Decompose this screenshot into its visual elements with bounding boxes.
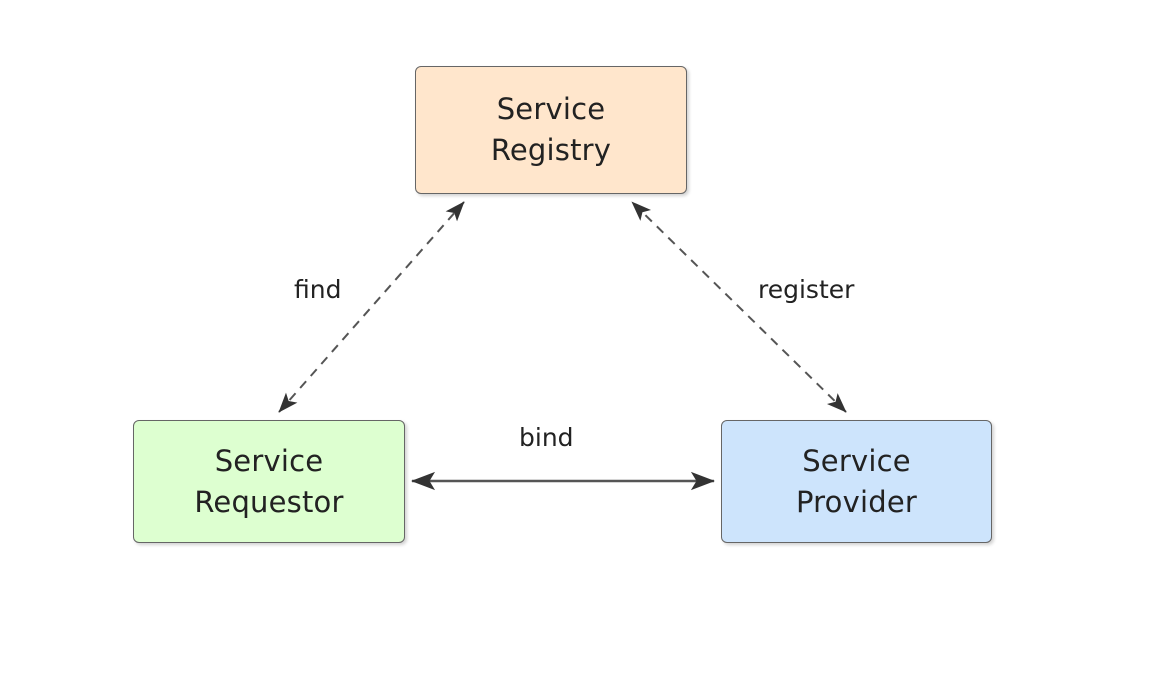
node-service-registry-line1: Service — [496, 92, 606, 127]
node-service-requestor-line1: Service — [214, 443, 324, 478]
edge-label-register: register — [753, 274, 860, 305]
edge-label-bind: bind — [514, 422, 579, 453]
node-service-registry[interactable]: Service Registry — [415, 66, 687, 194]
node-service-requestor[interactable]: Service Requestor — [133, 420, 405, 543]
edge-find — [278, 201, 465, 413]
node-service-requestor-line2: Requestor — [194, 484, 344, 519]
node-service-provider-line1: Service — [802, 443, 911, 478]
node-service-provider-line2: Provider — [796, 484, 917, 519]
node-service-provider[interactable]: Service Provider — [721, 420, 992, 543]
node-service-registry-line2: Registry — [490, 133, 612, 167]
edge-label-find: find — [289, 274, 347, 305]
edge-register — [631, 201, 847, 413]
